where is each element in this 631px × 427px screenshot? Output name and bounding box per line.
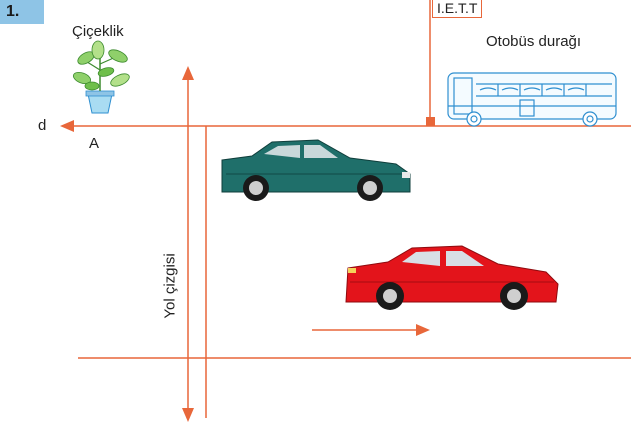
green-car-icon <box>221 139 411 201</box>
question-number: 1. <box>0 0 44 24</box>
line-d-label: d <box>38 117 47 134</box>
sign-pole-base <box>426 117 435 126</box>
red-car-icon <box>345 245 559 310</box>
plant-icon <box>72 40 130 114</box>
bus-icon <box>447 72 617 127</box>
vertical-arrow-top <box>182 66 194 80</box>
vertical-arrow-bottom <box>182 408 194 422</box>
bus-stop-label: Otobüs durağı <box>486 33 582 50</box>
motion-arrowhead <box>416 324 430 336</box>
flower-bed-label: Çiçeklik <box>72 23 124 40</box>
line-d-arrowhead <box>60 120 74 132</box>
iett-sign: I.E.T.T <box>432 0 483 18</box>
point-a-label: A <box>89 135 100 152</box>
